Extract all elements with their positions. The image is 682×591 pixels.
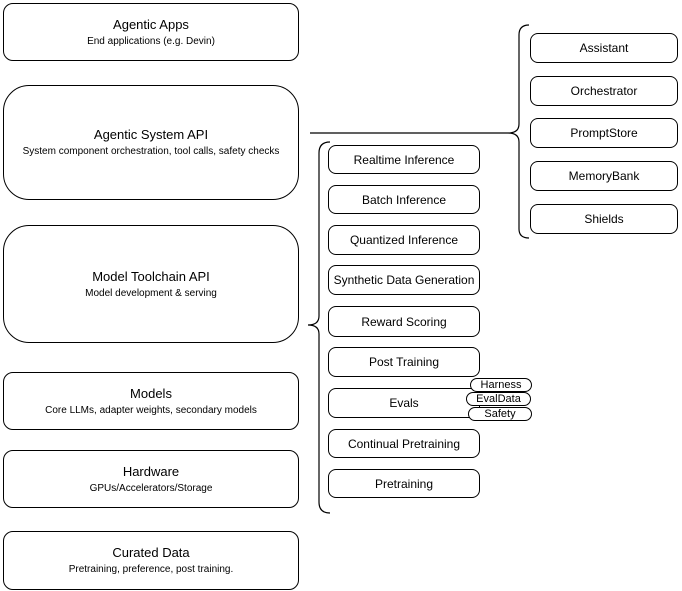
- node-subtitle: Core LLMs, adapter weights, secondary mo…: [45, 404, 257, 416]
- toolchain-node-batch-inference: Batch Inference: [328, 185, 480, 214]
- node-curated-data: Curated Data Pretraining, preference, po…: [3, 531, 299, 590]
- node-title: Agentic System API: [93, 127, 209, 142]
- middle-column-brace: [307, 141, 331, 514]
- node-title: Curated Data: [112, 545, 190, 560]
- node-model-toolchain-api: Model Toolchain API Model development & …: [3, 225, 299, 343]
- node-label: Pretraining: [374, 476, 434, 491]
- node-models: Models Core LLMs, adapter weights, secon…: [3, 372, 299, 430]
- toolchain-node-continual-pretraining: Continual Pretraining: [328, 429, 480, 458]
- toolchain-node-evals: Evals: [328, 388, 480, 418]
- node-label: Reward Scoring: [361, 314, 447, 329]
- node-label: MemoryBank: [568, 169, 640, 183]
- tag-label: Harness: [480, 379, 522, 391]
- node-title: Agentic Apps: [113, 16, 189, 32]
- node-hardware: Hardware GPUs/Accelerators/Storage: [3, 450, 299, 508]
- node-agentic-apps: Agentic Apps End applications (e.g. Devi…: [3, 3, 299, 61]
- node-label: Synthetic Data Generation: [333, 273, 475, 287]
- tag-label: Safety: [484, 408, 516, 420]
- node-title: Models: [130, 385, 172, 401]
- node-label: Batch Inference: [361, 192, 447, 207]
- toolchain-node-synthetic-data-generation: Synthetic Data Generation: [328, 265, 480, 295]
- node-title: Model Toolchain API: [92, 268, 210, 284]
- toolchain-node-post-training: Post Training: [328, 347, 480, 377]
- node-subtitle: Pretraining, preference, post training.: [68, 564, 234, 575]
- node-label: Assistant: [579, 41, 629, 55]
- toolchain-node-realtime-inference: Realtime Inference: [328, 145, 480, 174]
- node-label: Orchestrator: [570, 84, 638, 98]
- component-promptstore: PromptStore: [530, 118, 678, 148]
- node-label: Realtime Inference: [353, 152, 455, 167]
- toolchain-node-reward-scoring: Reward Scoring: [328, 306, 480, 337]
- component-shields: Shields: [530, 204, 678, 234]
- eval-tag-harness: Harness: [470, 378, 532, 392]
- node-label: Post Training: [368, 355, 440, 369]
- toolchain-node-pretraining: Pretraining: [328, 469, 480, 498]
- toolchain-node-quantized-inference: Quantized Inference: [328, 225, 480, 255]
- component-memorybank: MemoryBank: [530, 161, 678, 191]
- node-subtitle: System component orchestration, tool cal…: [22, 146, 280, 157]
- node-subtitle: End applications (e.g. Devin): [87, 35, 215, 47]
- node-subtitle: GPUs/Accelerators/Storage: [89, 482, 213, 494]
- eval-tag-safety: Safety: [468, 407, 532, 421]
- component-orchestrator: Orchestrator: [530, 76, 678, 106]
- node-label: Quantized Inference: [349, 233, 459, 247]
- component-assistant: Assistant: [530, 33, 678, 63]
- tag-label: EvalData: [476, 393, 521, 405]
- node-subtitle: Model development & serving: [85, 287, 217, 299]
- node-agentic-system-api: Agentic System API System component orch…: [3, 85, 299, 200]
- node-label: Evals: [389, 396, 419, 410]
- right-column-brace: [507, 24, 530, 239]
- node-label: Continual Pretraining: [347, 436, 461, 451]
- eval-tag-evaldata: EvalData: [466, 392, 531, 406]
- node-title: Hardware: [122, 463, 180, 479]
- node-label: PromptStore: [570, 126, 638, 140]
- node-label: Shields: [584, 212, 624, 226]
